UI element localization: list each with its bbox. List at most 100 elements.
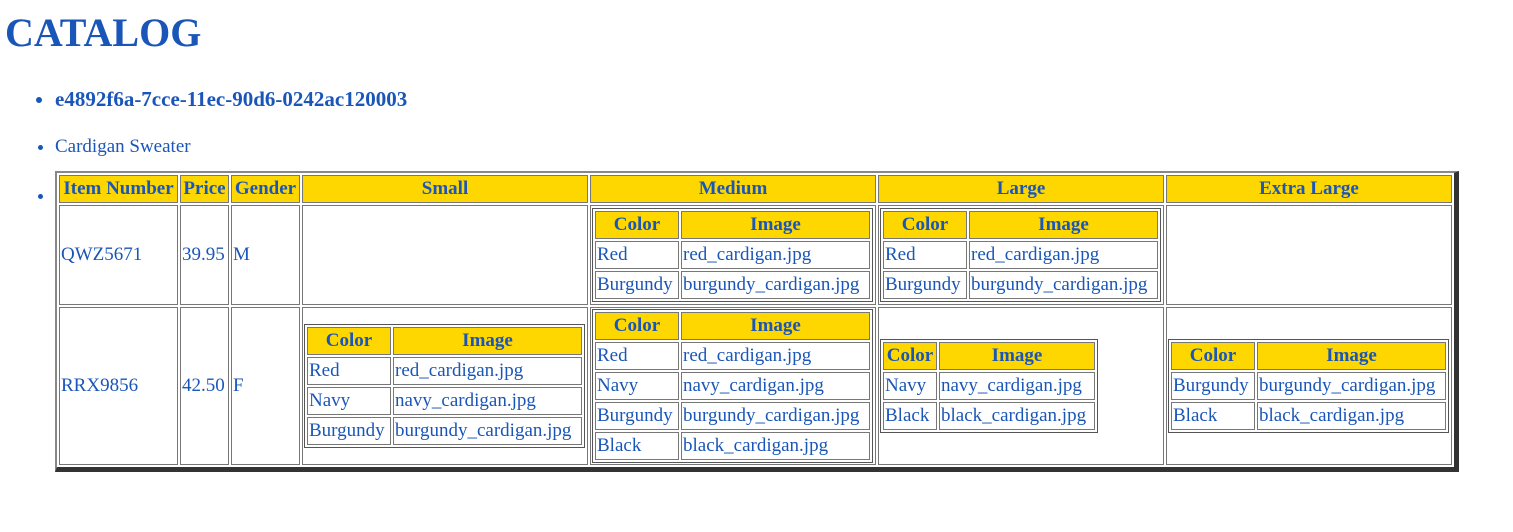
color-cell: Burgundy (1171, 372, 1255, 400)
item-number-cell: RRX9856 (59, 307, 178, 465)
image-cell: burgundy_cardigan.jpg (969, 271, 1158, 299)
sub-row: Black black_cardigan.jpg (595, 432, 870, 460)
header-large: Large (878, 175, 1164, 203)
sub-header-row: Color Image (595, 312, 870, 340)
small-cell: Color Image Red red_cardigan.jpg Navy na… (302, 307, 588, 465)
sub-row: Black black_cardigan.jpg (883, 402, 1095, 430)
color-cell: Red (595, 241, 679, 269)
gender-cell: F (231, 307, 300, 465)
image-cell: burgundy_cardigan.jpg (681, 271, 870, 299)
color-cell: Black (595, 432, 679, 460)
sub-header-image: Image (939, 342, 1095, 370)
image-cell: black_cardigan.jpg (939, 402, 1095, 430)
sub-row: Red red_cardigan.jpg (595, 342, 870, 370)
sub-header-color: Color (307, 327, 391, 355)
sub-row: Burgundy burgundy_cardigan.jpg (595, 402, 870, 430)
sub-header-image: Image (393, 327, 582, 355)
sub-row: Burgundy burgundy_cardigan.jpg (883, 271, 1158, 299)
sub-row: Navy navy_cardigan.jpg (307, 387, 582, 415)
color-cell: Red (883, 241, 967, 269)
image-cell: navy_cardigan.jpg (939, 372, 1095, 400)
product-id: e4892f6a-7cce-11ec-90d6-0242ac120003 (55, 87, 408, 111)
color-image-table: Color Image Navy navy_cardigan.jpg Black… (880, 339, 1098, 433)
color-cell: Navy (883, 372, 937, 400)
medium-cell: Color Image Red red_cardigan.jpg Burgund… (590, 205, 876, 305)
image-cell: navy_cardigan.jpg (681, 372, 870, 400)
image-cell: red_cardigan.jpg (681, 241, 870, 269)
sub-header-row: Color Image (307, 327, 582, 355)
sub-header-color: Color (595, 211, 679, 239)
sub-row: Red red_cardigan.jpg (595, 241, 870, 269)
color-cell: Red (595, 342, 679, 370)
product-id-item: e4892f6a-7cce-11ec-90d6-0242ac120003 (55, 86, 1513, 112)
color-cell: Navy (595, 372, 679, 400)
small-cell (302, 205, 588, 305)
header-price: Price (180, 175, 229, 203)
sub-header-color: Color (595, 312, 679, 340)
image-cell: red_cardigan.jpg (393, 357, 582, 385)
table-row: QWZ5671 39.95 M Color Image Red red_ (59, 205, 1452, 305)
sub-header-color: Color (883, 211, 967, 239)
color-cell: Red (307, 357, 391, 385)
gender-cell: M (231, 205, 300, 305)
sub-header-image: Image (681, 211, 870, 239)
image-cell: burgundy_cardigan.jpg (1257, 372, 1446, 400)
color-image-table: Color Image Burgundy burgundy_cardigan.j… (1168, 339, 1449, 433)
catalog-table: Item Number Price Gender Small Medium La… (55, 171, 1459, 472)
color-cell: Burgundy (595, 402, 679, 430)
image-cell: red_cardigan.jpg (969, 241, 1158, 269)
page-title: CATALOG (5, 10, 202, 55)
color-cell: Burgundy (883, 271, 967, 299)
sub-row: Burgundy burgundy_cardigan.jpg (307, 417, 582, 445)
color-image-table: Color Image Red red_cardigan.jpg Navy na… (592, 309, 873, 463)
product-list: e4892f6a-7cce-11ec-90d6-0242ac120003 Car… (0, 86, 1513, 472)
medium-cell: Color Image Red red_cardigan.jpg Navy na… (590, 307, 876, 465)
extra-large-cell (1166, 205, 1452, 305)
color-image-table: Color Image Red red_cardigan.jpg Burgund… (880, 208, 1161, 302)
color-cell: Black (1171, 402, 1255, 430)
sub-header-row: Color Image (883, 342, 1095, 370)
color-cell: Navy (307, 387, 391, 415)
image-cell: black_cardigan.jpg (1257, 402, 1446, 430)
color-cell: Black (883, 402, 937, 430)
extra-large-cell: Color Image Burgundy burgundy_cardigan.j… (1166, 307, 1452, 465)
sub-row: Navy navy_cardigan.jpg (883, 372, 1095, 400)
sub-header-color: Color (1171, 342, 1255, 370)
sub-header-color: Color (883, 342, 937, 370)
product-name-item: Cardigan Sweater (55, 134, 1513, 160)
header-small: Small (302, 175, 588, 203)
large-cell: Color Image Red red_cardigan.jpg Burgund… (878, 205, 1164, 305)
image-cell: red_cardigan.jpg (681, 342, 870, 370)
image-cell: black_cardigan.jpg (681, 432, 870, 460)
image-cell: navy_cardigan.jpg (393, 387, 582, 415)
sub-header-image: Image (969, 211, 1158, 239)
sub-row: Red red_cardigan.jpg (883, 241, 1158, 269)
header-gender: Gender (231, 175, 300, 203)
table-row: RRX9856 42.50 F Color Image Red red_card… (59, 307, 1452, 465)
sub-row: Burgundy burgundy_cardigan.jpg (595, 271, 870, 299)
product-table-item: Item Number Price Gender Small Medium La… (55, 171, 1513, 472)
color-cell: Burgundy (595, 271, 679, 299)
item-number-cell: QWZ5671 (59, 205, 178, 305)
header-medium: Medium (590, 175, 876, 203)
sub-header-image: Image (1257, 342, 1446, 370)
sub-row: Black black_cardigan.jpg (1171, 402, 1446, 430)
sub-row: Red red_cardigan.jpg (307, 357, 582, 385)
price-cell: 42.50 (180, 307, 229, 465)
sub-header-row: Color Image (1171, 342, 1446, 370)
sub-header-image: Image (681, 312, 870, 340)
header-extra-large: Extra Large (1166, 175, 1452, 203)
color-cell: Burgundy (307, 417, 391, 445)
sub-header-row: Color Image (883, 211, 1158, 239)
large-cell: Color Image Navy navy_cardigan.jpg Black… (878, 307, 1164, 465)
product-name: Cardigan Sweater (55, 136, 191, 157)
sub-row: Burgundy burgundy_cardigan.jpg (1171, 372, 1446, 400)
sub-row: Navy navy_cardigan.jpg (595, 372, 870, 400)
color-image-table: Color Image Red red_cardigan.jpg Burgund… (592, 208, 873, 302)
sub-header-row: Color Image (595, 211, 870, 239)
image-cell: burgundy_cardigan.jpg (393, 417, 582, 445)
header-item-number: Item Number (59, 175, 178, 203)
table-header-row: Item Number Price Gender Small Medium La… (59, 175, 1452, 203)
price-cell: 39.95 (180, 205, 229, 305)
color-image-table: Color Image Red red_cardigan.jpg Navy na… (304, 324, 585, 448)
